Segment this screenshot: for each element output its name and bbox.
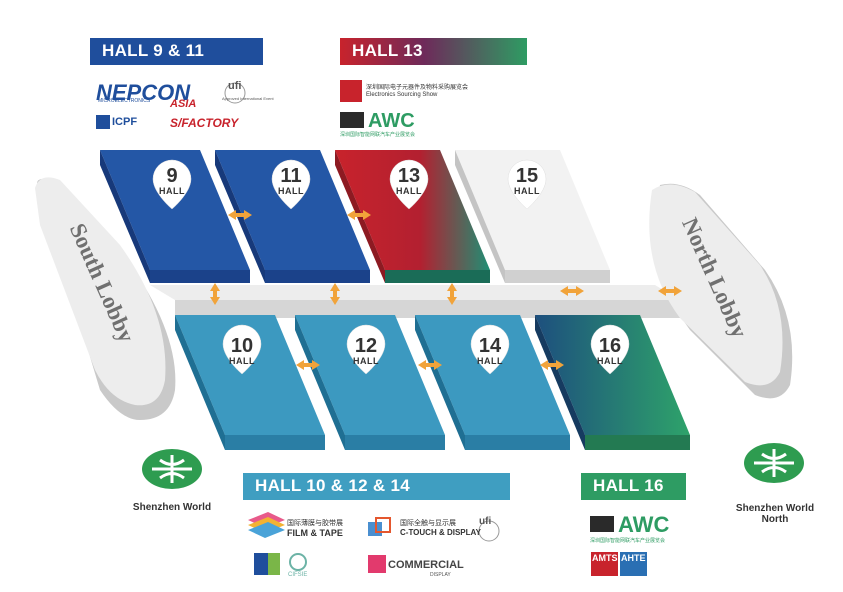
banner-bg — [243, 473, 510, 500]
double-arrow-icon — [658, 286, 682, 296]
awc-cn-bottom: 深圳国际智能网联汽车产业展览会 — [590, 538, 666, 544]
metro-icon-east — [744, 443, 804, 483]
double-arrow-icon — [347, 210, 371, 220]
hall-number: 9 — [166, 165, 178, 187]
pin-icons — [152, 159, 630, 375]
hall-15-label[interactable]: 15 HALL — [507, 166, 547, 197]
double-arrow-icon — [228, 210, 252, 220]
hall-14-block[interactable] — [415, 315, 570, 450]
double-arrow-icon — [418, 360, 442, 370]
es-show-en: Electronics Sourcing Show — [366, 92, 438, 98]
hall-16-block[interactable] — [535, 315, 690, 450]
hall-word: HALL — [159, 186, 185, 196]
nepcon-tagline: MICROELECTRONICS — [98, 98, 151, 104]
awc-cn-top: 深圳国际智能网联汽车产业展览会 — [340, 132, 416, 138]
hall-word: HALL — [597, 356, 623, 366]
film-tape-logo: FILM & TAPE — [287, 528, 343, 538]
hall-9-label[interactable]: 9 HALL — [152, 166, 192, 197]
station-east-line2: North — [761, 514, 789, 525]
hall-10-label[interactable]: 10 HALL — [222, 336, 262, 367]
icpf-logo: ICPF — [112, 116, 138, 128]
pin-icon — [470, 324, 510, 375]
vertical-arrow-icon — [210, 283, 220, 305]
banner-hall-13: HALL 13 — [352, 41, 423, 60]
pin-icon — [389, 159, 429, 210]
vertical-arrow-icon — [330, 283, 340, 305]
ufi-subtitle: Approved International Event — [222, 96, 274, 101]
hall-11-label[interactable]: 11 HALL — [271, 166, 311, 197]
ufi-logo: ufi — [228, 80, 242, 92]
commercial-display-sub: DISPLAY — [430, 572, 451, 578]
pin-icon — [507, 159, 547, 210]
nepcon-logo: NEPCON — [96, 80, 191, 105]
hall-number: 12 — [354, 335, 378, 357]
hall-16-label[interactable]: 16 HALL — [590, 336, 630, 367]
hall-14-label[interactable]: 14 HALL — [470, 336, 510, 367]
pin-icon — [590, 324, 630, 375]
hall-12-block[interactable] — [295, 315, 445, 450]
awc-logo-bottom: AWC — [618, 512, 670, 537]
hall-number: 16 — [598, 335, 622, 357]
hall-word: HALL — [514, 186, 540, 196]
ahte-logo: AHTE — [621, 553, 646, 563]
hall-word: HALL — [353, 356, 379, 366]
north-lobby-shape — [649, 183, 793, 399]
station-west-label: Shenzhen World — [132, 502, 212, 513]
ctouch-cn: 国际全触与显示展 — [400, 520, 456, 527]
hall-12-label[interactable]: 12 HALL — [346, 336, 386, 367]
es-show-cn: 深圳国际电子元器件及物料采购展览会 — [366, 85, 469, 91]
hall-number: 13 — [397, 165, 421, 187]
double-arrow-icon — [540, 360, 564, 370]
pin-icon — [222, 324, 262, 375]
banner-hall-16: HALL 16 — [593, 476, 664, 495]
amts-logo: AMTS — [592, 553, 618, 563]
commercial-display-logo: COMMERCIAL — [388, 559, 464, 571]
corridor — [150, 285, 680, 318]
banner-hall-10-12-14: HALL 10 & 12 & 14 — [255, 476, 411, 495]
film-tape-cn: 国际薄膜与胶带展 — [287, 520, 343, 527]
hall-9-block[interactable] — [100, 150, 250, 283]
nepcon-asia-logo: ASIA — [170, 98, 197, 110]
hall-word: HALL — [396, 186, 422, 196]
pin-icon — [271, 159, 311, 210]
hall-number: 14 — [478, 335, 502, 357]
pin-icon — [152, 159, 192, 210]
ufi-logo-bottom: ufi — [479, 516, 492, 527]
hall-number: 11 — [280, 165, 302, 187]
south-lobby-shape — [35, 177, 176, 420]
hall-15-block[interactable] — [455, 150, 610, 283]
sfactory-logo: S/FACTORY — [170, 116, 239, 130]
awc-logo-top: AWC — [368, 110, 415, 132]
hall-10-block[interactable] — [175, 315, 325, 450]
vertical-arrow-icon — [447, 283, 457, 305]
pin-icon — [346, 324, 386, 375]
connector-arrows — [210, 210, 682, 370]
banner-hall-9-11: HALL 9 & 11 — [102, 41, 205, 60]
hall-13-label[interactable]: 13 HALL — [389, 166, 429, 197]
double-arrow-icon — [560, 286, 584, 296]
hall-number: 15 — [515, 165, 539, 187]
banner-bg — [340, 38, 527, 65]
ctouch-logo: C-TOUCH & DISPLAY — [400, 528, 481, 537]
hall-word: HALL — [229, 356, 255, 366]
station-east-label: Shenzhen World North — [715, 503, 835, 525]
banner-bg — [90, 38, 263, 65]
banner-bg — [581, 473, 686, 500]
hall-word: HALL — [477, 356, 503, 366]
hall-number: 10 — [230, 335, 254, 357]
double-arrow-icon — [296, 360, 320, 370]
metro-icon-west — [142, 449, 202, 489]
cifsie-logo: CIFSIE — [288, 572, 308, 578]
logo-graphics — [96, 80, 647, 576]
station-east-line1: Shenzhen World — [735, 503, 815, 514]
hall-word: HALL — [278, 186, 304, 196]
